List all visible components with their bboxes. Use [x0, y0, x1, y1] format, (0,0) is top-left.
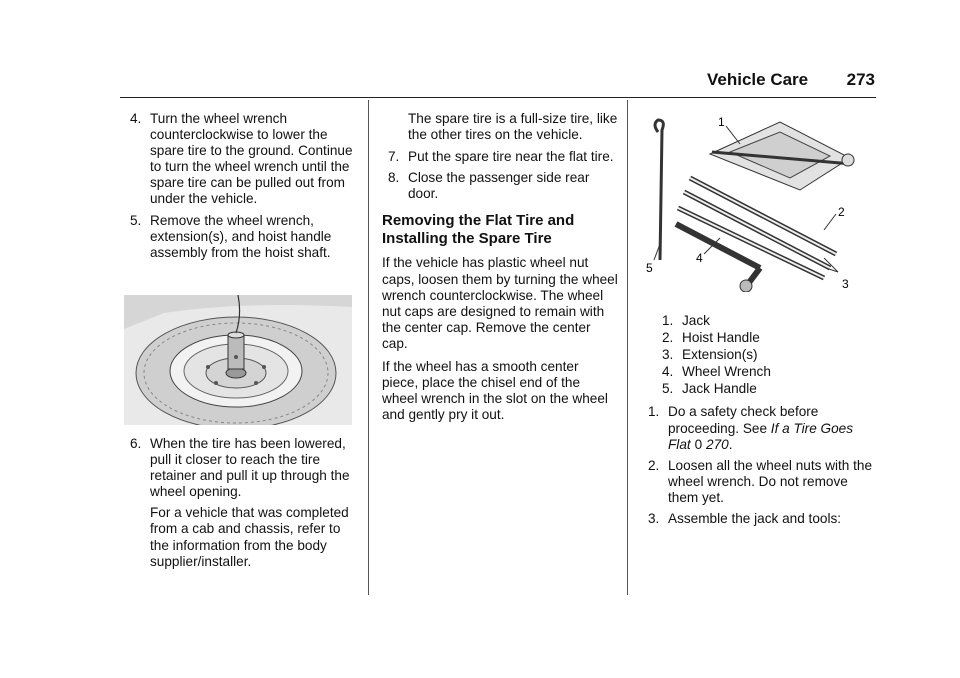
callout-1: 1 [718, 115, 725, 129]
paragraph: If the vehicle has plastic wheel nut cap… [382, 255, 618, 351]
step-number: 3. [648, 511, 660, 527]
section-title: Vehicle Care [707, 70, 809, 89]
figure-legend: 1.Jack 2.Hoist Handle 3.Extension(s) 4.W… [642, 313, 874, 397]
step-8: 8. Close the passenger side rear door. [382, 170, 618, 202]
step-number: 5. [130, 212, 142, 228]
section-heading: Removing the Flat Tire and Installing th… [382, 212, 575, 248]
legend-item: 3.Extension(s) [662, 347, 758, 363]
callout-5: 5 [646, 261, 653, 275]
step-text: Assemble the jack and tools: [668, 511, 842, 527]
step-text: Put the spare tire near the flat tire. [408, 149, 614, 165]
step-text: When the tire has been lowered, pull it … [150, 436, 350, 500]
step-number: 2. [648, 457, 660, 473]
column-2: The spare tire is a full-size tire, like… [382, 111, 618, 430]
column-1-lower: 6. When the tire has been lowered, pull … [124, 436, 356, 577]
step-number: 1. [648, 404, 660, 420]
page-number: 273 [846, 70, 875, 89]
step-text: Remove the wheel wrench, extension(s), a… [150, 212, 332, 260]
column-divider-2 [627, 100, 628, 595]
cross-reference-link[interactable]: If a Tire Goes Flat [668, 420, 854, 452]
step-1: 1. Do a safety check before proceeding. … [648, 404, 854, 452]
step-7: 7. Put the spare tire near the flat tire… [382, 149, 618, 165]
page-header: Vehicle Care 273 [707, 70, 875, 94]
legend-item: 2.Hoist Handle [662, 330, 760, 346]
legend-item: 4.Wheel Wrench [662, 364, 771, 380]
step-number: 7. [388, 149, 400, 165]
legend-item: 1.Jack [662, 313, 710, 328]
column-divider-1 [368, 100, 369, 595]
column-3: 1.Jack 2.Hoist Handle 3.Extension(s) 4.W… [642, 313, 874, 532]
step-4: 4. Turn the wheel wrench counterclockwis… [124, 111, 356, 208]
step-2: 2. Loosen all the wheel nuts with the wh… [642, 458, 874, 506]
step-6: 6. When the tire has been lowered, pull … [124, 436, 356, 500]
legend-item: 5.Jack Handle [662, 381, 757, 397]
step-6-continued: The spare tire is a full-size tire, like… [408, 111, 618, 143]
header-rule [120, 97, 876, 98]
spare-tire-illustration [124, 295, 352, 425]
column-1: 4. Turn the wheel wrench counterclockwis… [124, 111, 356, 266]
step-number: 8. [388, 170, 400, 186]
step-text: Loosen all the wheel nuts with the wheel… [668, 457, 873, 505]
page-reference[interactable]: 270 [706, 436, 729, 452]
step-text: Close the passenger side rear door. [408, 170, 590, 202]
callout-2: 2 [838, 205, 845, 219]
paragraph: If the wheel has a smooth center piece, … [382, 359, 608, 423]
step-6-note: For a vehicle that was completed from a … [150, 505, 349, 569]
step-text: Turn the wheel wrench counterclockwise t… [150, 111, 353, 207]
callout-3: 3 [842, 277, 849, 291]
step-5: 5. Remove the wheel wrench, extension(s)… [124, 213, 356, 261]
callout-4: 4 [696, 251, 703, 265]
page-reference-icon: 0 [694, 436, 703, 452]
step-text: Do a safety check before proceeding. See [668, 404, 819, 436]
step-number: 6. [130, 436, 142, 451]
step-number: 4. [130, 111, 142, 126]
jack-and-tools-illustration: 1 2 3 4 5 [646, 115, 855, 292]
step-3: 3. Assemble the jack and tools: [642, 511, 874, 527]
